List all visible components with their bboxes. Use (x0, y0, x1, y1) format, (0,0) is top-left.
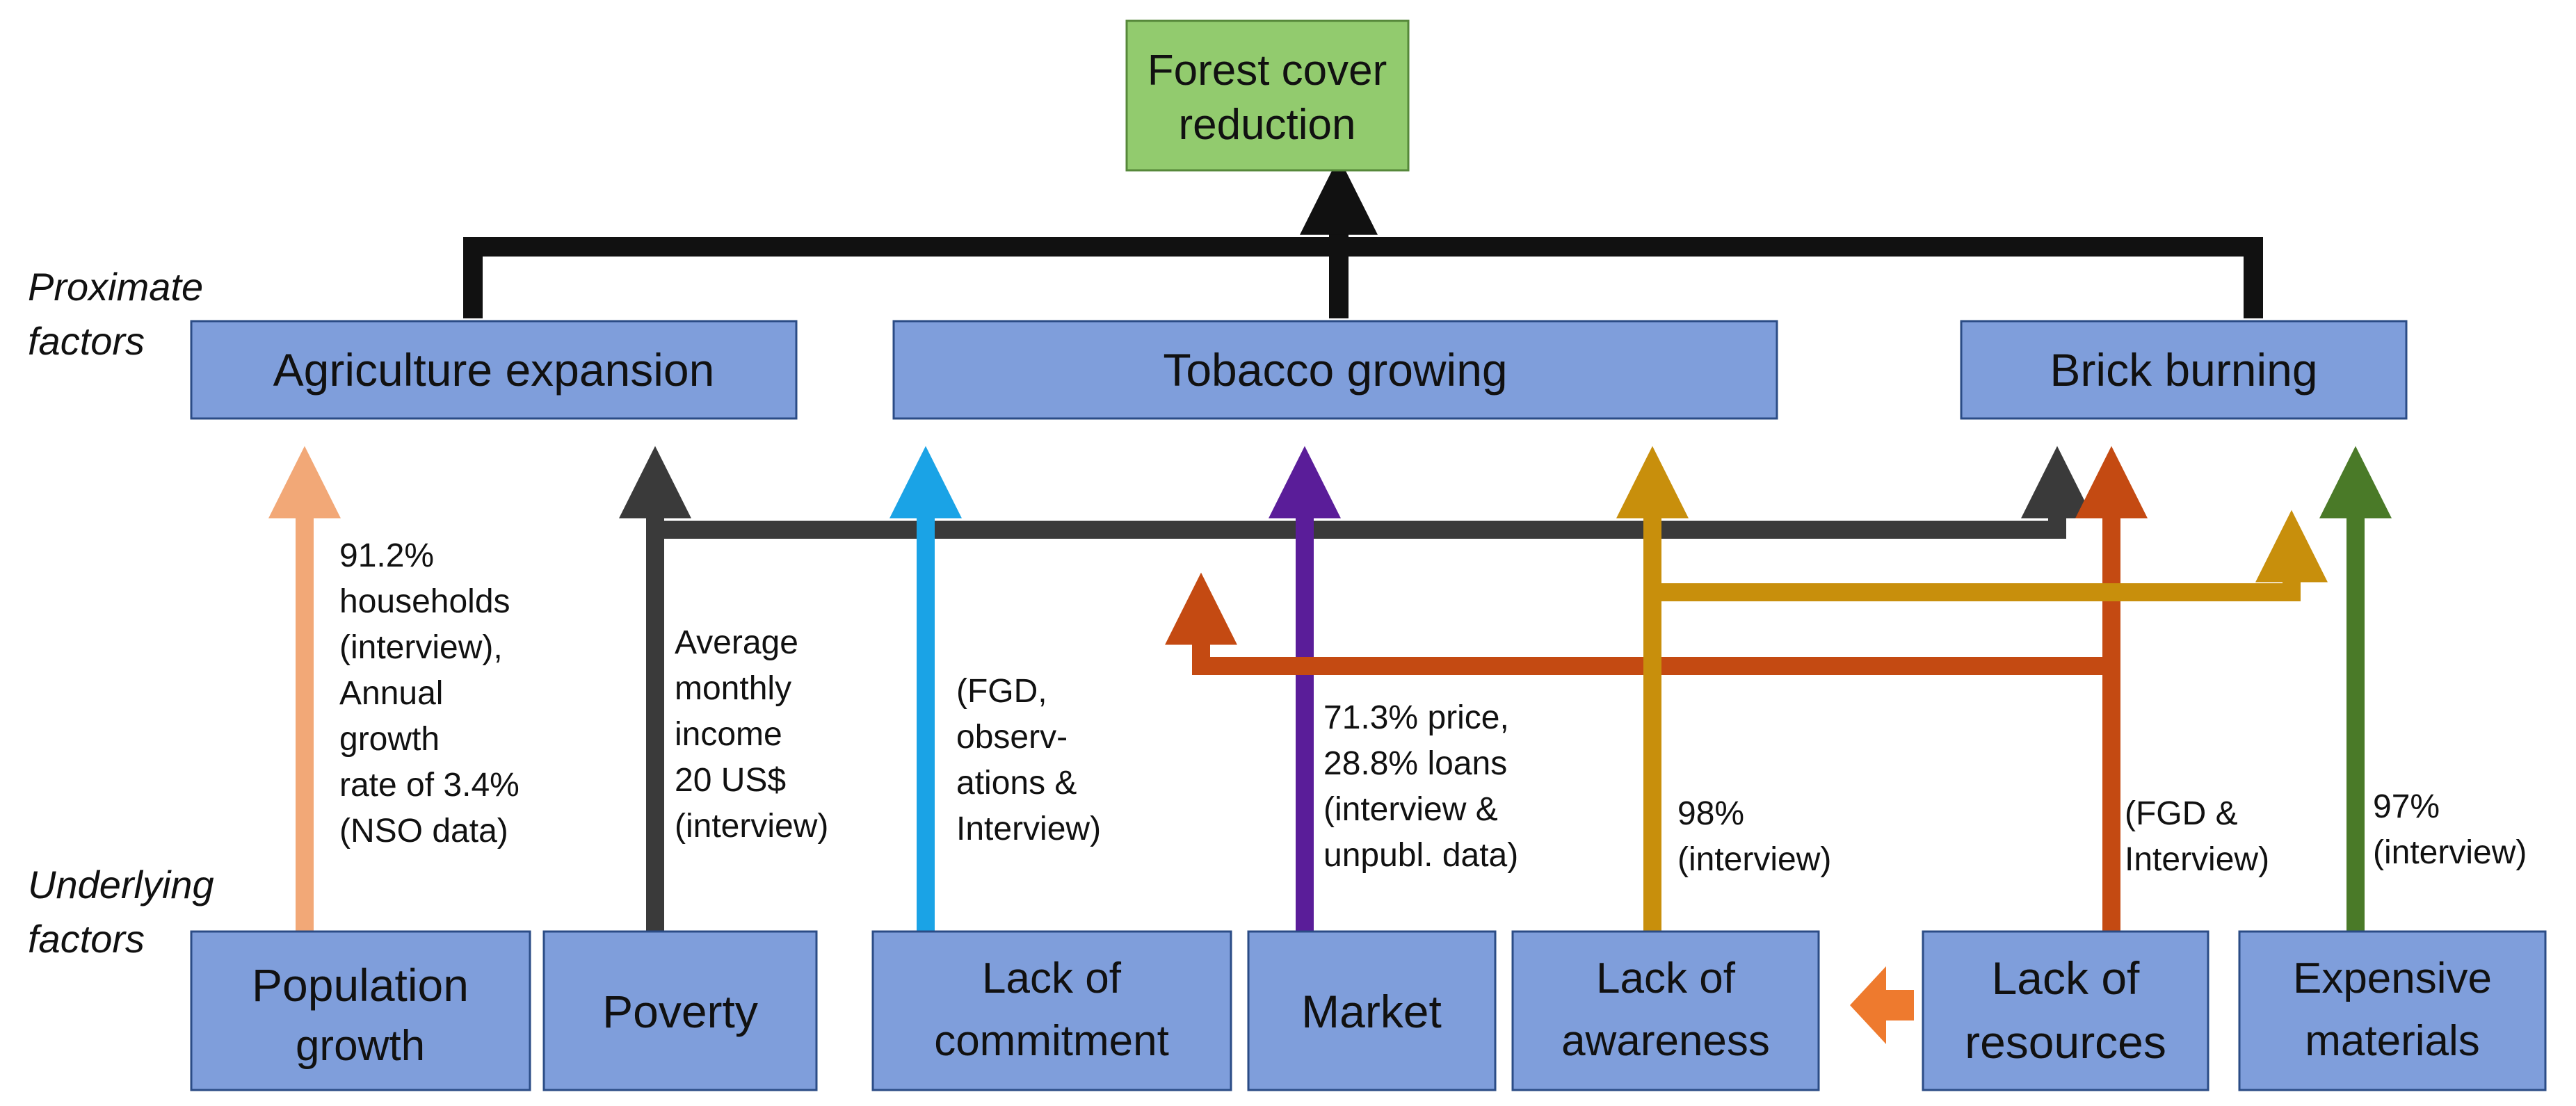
underlying-label-materials-line2: materials (2305, 1017, 2480, 1065)
proximate-factor-agriculture: Agriculture expansion (190, 320, 798, 420)
evidence-annotations: 91.2% households (interview), Annual gro… (339, 537, 2527, 878)
underlying-box-commitment (871, 930, 1232, 1091)
evidence-market: 71.3% price, 28.8% loans (interview & un… (1323, 699, 1518, 874)
underlying-label-resources-line1: Lack of (1992, 952, 2140, 1004)
underlying-box-materials (2238, 930, 2547, 1091)
underlying-label-awareness-line2: awareness (1561, 1017, 1770, 1065)
underlying-label-resources-line2: resources (1965, 1016, 2166, 1068)
arrow-resources-to-agriculture-tobacco (1165, 572, 2111, 675)
underlying-box-awareness (1511, 930, 1820, 1091)
evidence-population: 91.2% households (interview), Annual gro… (339, 537, 529, 849)
proximate-label-agriculture: Agriculture expansion (273, 344, 715, 396)
underlying-box-market (1247, 930, 1497, 1091)
connectors (268, 184, 2392, 1044)
underlying-level-label-line2: factors (28, 917, 145, 961)
arrow-poverty-to-brick (655, 446, 2093, 539)
proximate-box-brick (1960, 320, 2408, 420)
underlying-label-market: Market (1301, 986, 1442, 1037)
evidence-materials: 97% (interview) (2373, 788, 2527, 871)
underlying-label-commitment-line2: commitment (934, 1017, 1169, 1065)
underlying-label-commitment-line1: Lack of (982, 954, 1122, 1002)
underlying-factor-population: Population growth (190, 930, 531, 1091)
proximate-box-tobacco (892, 320, 1778, 420)
evidence-resources: (FGD & Interview) (2125, 795, 2269, 878)
outcome-label-line2: reduction (1178, 101, 1355, 149)
level-labels: Proximate factors Underlying factors (28, 265, 214, 961)
underlying-factor-awareness: Lack of awareness (1511, 930, 1820, 1091)
outcome-label-line1: Forest cover (1148, 47, 1387, 95)
proximate-factors: Agriculture expansion Tobacco growing Br… (190, 320, 2408, 420)
evidence-commitment: (FGD, observ- ations & Interview) (956, 673, 1101, 847)
underlying-box-resources (1922, 930, 2209, 1091)
proximate-level-label-line1: Proximate (28, 265, 203, 309)
outcome-box (1125, 19, 1410, 172)
proximate-factor-tobacco: Tobacco growing (892, 320, 1778, 420)
proximate-level-label-line2: factors (28, 319, 145, 363)
evidence-awareness: 98% (interview) (1677, 795, 1831, 878)
underlying-level-label-line1: Underlying (28, 863, 214, 906)
underlying-box-poverty (542, 930, 818, 1091)
underlying-factors: Population growth Poverty Lack of commit… (190, 930, 2547, 1091)
underlying-factor-poverty: Poverty (542, 930, 818, 1091)
underlying-label-materials-line1: Expensive (2293, 954, 2492, 1002)
underlying-label-population-line2: growth (296, 1022, 425, 1070)
underlying-label-population-line1: Population (252, 959, 469, 1011)
proximate-factor-brick: Brick burning (1960, 320, 2408, 420)
underlying-factor-market: Market (1247, 930, 1497, 1091)
proximate-label-tobacco: Tobacco growing (1163, 344, 1507, 396)
underlying-factor-resources: Lack of resources (1922, 930, 2209, 1091)
arrow-resources-to-awareness (1850, 966, 1914, 1044)
outcome-node: Forest cover reduction (1125, 19, 1410, 172)
proximate-label-brick: Brick burning (2050, 344, 2317, 396)
proximate-box-agriculture (190, 320, 798, 420)
underlying-factor-materials: Expensive materials (2238, 930, 2547, 1091)
underlying-factor-commitment: Lack of commitment (871, 930, 1232, 1091)
underlying-label-awareness-line1: Lack of (1596, 954, 1736, 1002)
arrow-proximate-to-outcome (463, 184, 2263, 318)
underlying-box-population (190, 930, 531, 1091)
arrow-awareness-to-brick (1652, 510, 2328, 601)
underlying-label-poverty: Poverty (602, 986, 758, 1037)
evidence-poverty: Average monthly income 20 US$ (interview… (675, 624, 828, 845)
